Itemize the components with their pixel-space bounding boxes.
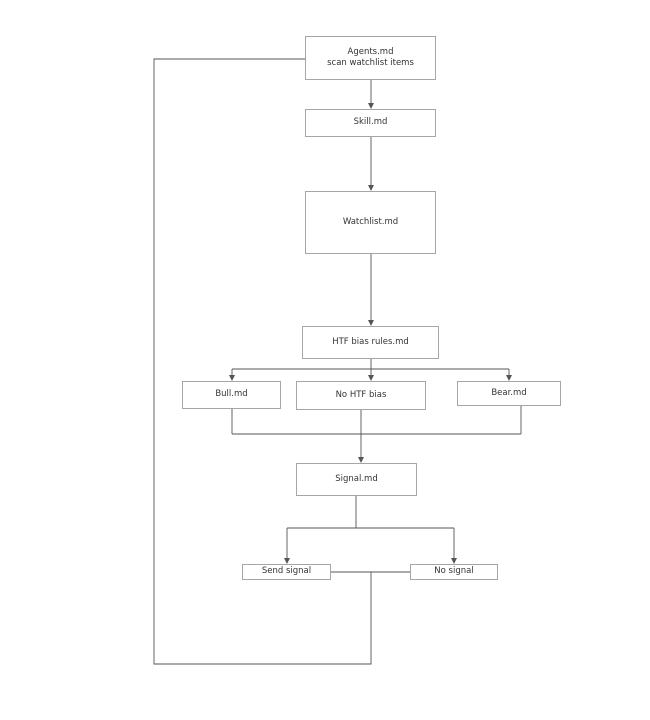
node-bear-label: Bear.md	[491, 387, 527, 398]
node-bear: Bear.md	[457, 381, 561, 406]
node-skill-label: Skill.md	[353, 117, 388, 128]
node-agents-line1: Agents.md	[347, 46, 394, 57]
node-agents: Agents.md scan watchlist items	[305, 36, 436, 80]
node-send-signal: Send signal	[242, 564, 331, 580]
node-htf-label: HTF bias rules.md	[332, 336, 409, 347]
node-signal: Signal.md	[296, 463, 417, 496]
node-skill: Skill.md	[305, 109, 436, 137]
node-bull: Bull.md	[182, 381, 281, 409]
node-no-htf-bias: No HTF bias	[296, 381, 426, 410]
node-bull-label: Bull.md	[215, 389, 248, 400]
node-agents-line2: scan watchlist items	[327, 58, 414, 68]
node-no-signal: No signal	[410, 564, 498, 580]
node-nohtf-label: No HTF bias	[335, 389, 387, 400]
edge-loop-back-to-agents	[153, 58, 372, 665]
node-watchlist: Watchlist.md	[305, 191, 436, 254]
node-watchlist-label: Watchlist.md	[342, 216, 399, 227]
node-send-label: Send signal	[261, 566, 312, 577]
node-nosignal-label: No signal	[434, 566, 474, 577]
node-signal-label: Signal.md	[335, 473, 378, 484]
node-htf-bias-rules: HTF bias rules.md	[302, 326, 439, 359]
